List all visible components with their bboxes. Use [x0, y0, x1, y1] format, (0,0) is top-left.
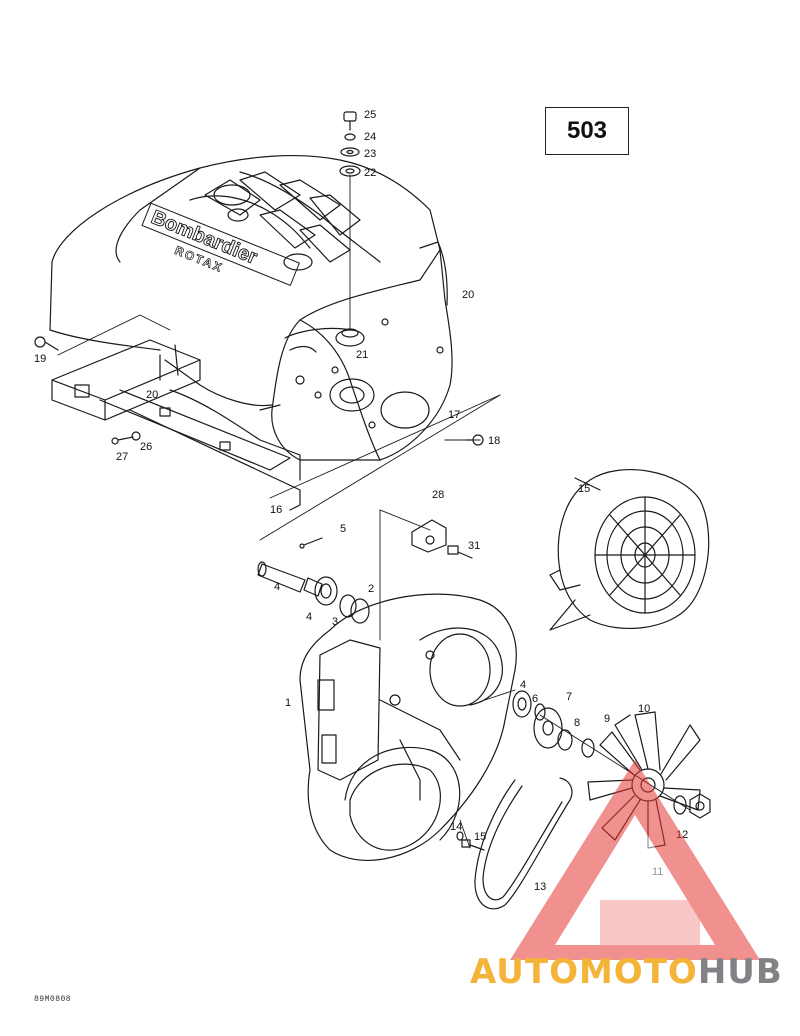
bolt-31 — [447, 545, 473, 559]
watermark-text-part2: HUB — [697, 952, 783, 992]
fan-housing-guard — [549, 469, 710, 631]
callout-29: 27 — [116, 451, 128, 463]
watermark-logo — [510, 760, 760, 960]
watermark-text: AUTOMOTOHUB — [470, 952, 783, 992]
callout-26: 24 — [364, 131, 376, 143]
pin-6 — [299, 537, 323, 549]
callout-23: 21 — [356, 349, 368, 361]
callout-22: 20 — [462, 289, 474, 301]
shaft-assembly — [257, 561, 370, 624]
grommet — [335, 328, 365, 347]
callout-11: 10 — [638, 703, 650, 715]
callout-20-right: 18 — [488, 435, 500, 447]
callout-10: 9 — [604, 713, 610, 725]
screw-left — [34, 336, 59, 351]
callout-19: 16 — [270, 504, 282, 516]
callout-8: 7 — [566, 691, 572, 703]
callout-24: 22 — [364, 167, 376, 179]
callout-20-left: 19 — [34, 353, 46, 365]
screw-right — [465, 434, 484, 446]
callout-17: 15 — [578, 483, 590, 495]
pulley-stack — [512, 690, 595, 758]
callout-labels: 25 24 23 22 20 21 19 20 17 18 26 27 16 1… — [34, 109, 688, 893]
bolt-16 — [456, 831, 485, 851]
fan-cover-housing — [299, 593, 517, 861]
document-code: 89M0808 — [34, 995, 72, 1004]
callout-28: 26 — [140, 441, 152, 453]
callout-18: 17 — [448, 409, 460, 421]
callout-5: 4 — [274, 581, 280, 593]
callout-21: 20 — [146, 389, 158, 401]
callout-16: 15 — [474, 831, 486, 843]
callout-31: 31 — [468, 540, 480, 552]
brand-plate: Bombardier ROTAX — [141, 202, 300, 286]
nut-13 — [673, 793, 711, 819]
watermark-text-part1: AUTOMOTO — [470, 952, 698, 992]
engine-cowl — [49, 155, 453, 461]
washer-screw-28-29 — [111, 431, 141, 445]
callout-1: 1 — [285, 697, 291, 709]
drive-belt — [474, 777, 573, 910]
clip-30 — [411, 519, 447, 553]
callout-4-bottom: 4 — [520, 679, 526, 691]
callout-30: 28 — [432, 489, 444, 501]
callout-25: 23 — [364, 148, 376, 160]
callout-7: 6 — [532, 693, 538, 705]
callout-14: 13 — [534, 881, 546, 893]
assembly-guide-lines — [57, 174, 691, 849]
callout-6: 5 — [340, 523, 346, 535]
callout-27: 25 — [364, 109, 376, 121]
model-number: 503 — [566, 117, 608, 144]
top-fastener-stack — [339, 111, 361, 177]
callout-15: 14 — [450, 821, 462, 833]
callout-9: 8 — [574, 717, 580, 729]
lower-bracket — [51, 339, 301, 511]
callout-3: 3 — [332, 616, 338, 628]
callout-4-top: 4 — [306, 611, 312, 623]
callout-2: 2 — [368, 583, 374, 595]
model-number-box: 503 — [545, 107, 629, 155]
